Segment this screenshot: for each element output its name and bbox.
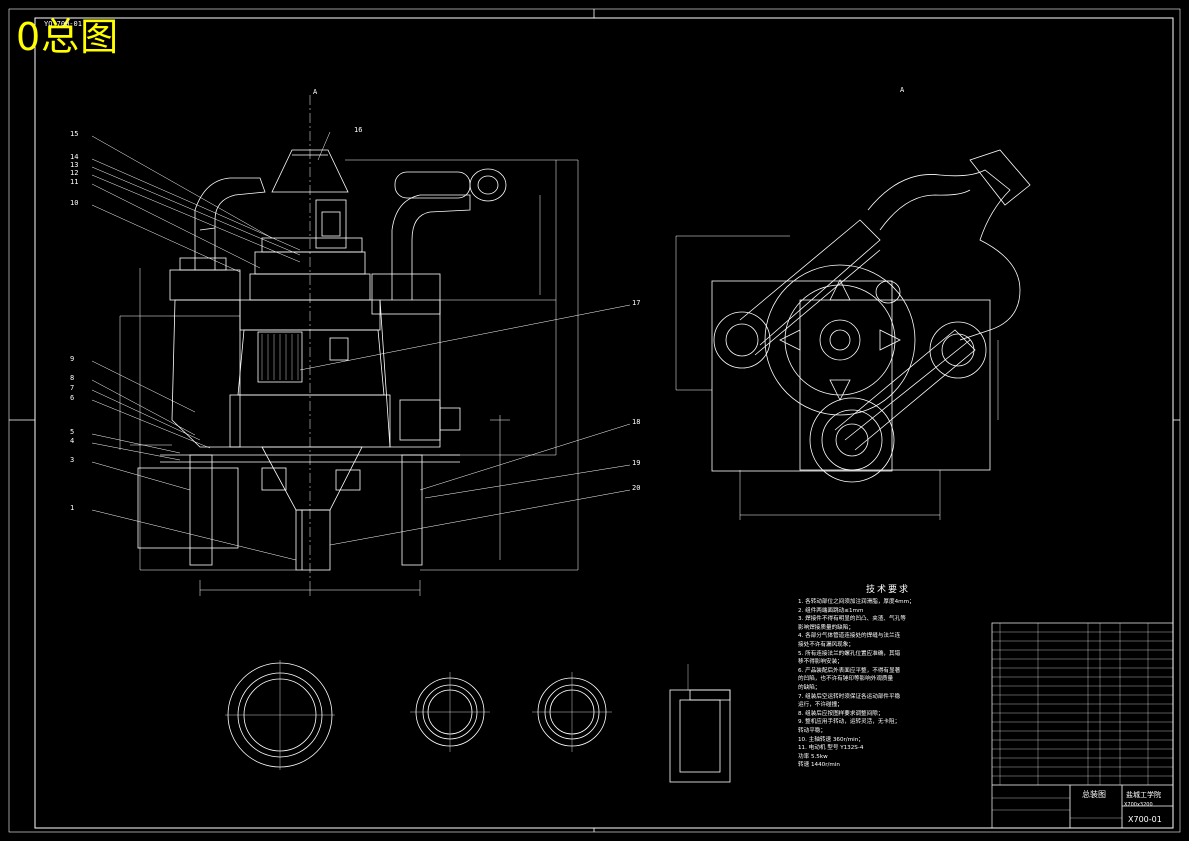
top-view bbox=[675, 149, 1031, 520]
drawing-name: 总装图 bbox=[1082, 790, 1106, 799]
part-label: 20 bbox=[632, 484, 641, 492]
tech-note: 11. 电动机 型号 Y132S-4 bbox=[798, 745, 864, 752]
tech-note: 9. 整机应用手转动，运转灵活，无卡阻； bbox=[798, 719, 901, 726]
part-label: 8 bbox=[70, 374, 75, 382]
tech-requirements-title: 技术要求 bbox=[866, 585, 911, 595]
tech-note: 10. 主轴转速 360r/min； bbox=[798, 736, 864, 743]
title-block bbox=[991, 622, 1174, 829]
part-label: 1 bbox=[70, 504, 75, 512]
tech-note: 功率 5.5kw bbox=[798, 753, 828, 760]
drawing-frame bbox=[8, 8, 1181, 833]
front-view bbox=[91, 95, 631, 596]
tech-note: 5. 所有连接法兰的螺孔位置应准确，其错 bbox=[798, 650, 901, 657]
part-label: 16 bbox=[354, 126, 363, 134]
tech-note: 的凹陷，也不许有锤印等影响外观质量 bbox=[798, 676, 894, 683]
part-label: 10 bbox=[70, 199, 79, 207]
tech-note: 1. 各转动部位之间须加注润滑脂，厚度4mm； bbox=[798, 599, 915, 605]
part-label: 12 bbox=[70, 169, 79, 177]
tech-note: 影响焊接质量的缺陷； bbox=[798, 624, 854, 631]
tech-note: 移不得影响安装； bbox=[798, 659, 843, 666]
tech-requirements-list: 1. 各转动部位之间须加注润滑脂，厚度4mm； 2. 组件两端面跳动≤1mm 3… bbox=[798, 598, 976, 770]
company-name: 盐城工学院 bbox=[1126, 791, 1161, 799]
part-label: 6 bbox=[70, 394, 75, 402]
tech-note: 4. 各部分气体管道连接处的焊缝与法兰连 bbox=[798, 633, 901, 640]
tech-note: 转动平稳； bbox=[798, 727, 826, 734]
tech-note: 运行，不许碰撞； bbox=[798, 702, 843, 709]
part-label: 17 bbox=[632, 299, 641, 307]
part-label: 9 bbox=[70, 355, 75, 363]
corner-drawing-code: YO-700-01 bbox=[44, 20, 82, 28]
part-label: 5 bbox=[70, 428, 75, 436]
tech-note: 转速 1440r/min bbox=[798, 762, 840, 769]
machine-spec: X700x3200 bbox=[1124, 802, 1153, 808]
part-label: 3 bbox=[70, 456, 75, 464]
flange-details bbox=[225, 660, 731, 783]
sheet-overlay-title: 0总图 bbox=[16, 15, 120, 59]
part-label: 15 bbox=[70, 130, 79, 138]
tech-note: 8. 组装后应按图样要求调整间隙； bbox=[798, 710, 884, 717]
tech-note: 3. 焊接件不得有明显的凹凸、夹渣、气孔等 bbox=[798, 616, 906, 623]
tech-note: 7. 组装后空运转时须保证各运动部件平稳 bbox=[798, 693, 901, 700]
tech-note: 接处不许有漏风现象； bbox=[798, 641, 854, 648]
part-label: 11 bbox=[70, 178, 79, 186]
part-label: 4 bbox=[70, 437, 75, 445]
tech-note: 2. 组件两端面跳动≤1mm bbox=[798, 607, 864, 614]
part-label: 14 bbox=[70, 153, 79, 161]
part-label: 18 bbox=[632, 418, 641, 426]
drawing-number: X700-01 bbox=[1128, 815, 1162, 824]
part-label: 19 bbox=[632, 459, 641, 467]
section-label-right: A bbox=[900, 86, 905, 94]
part-label: 7 bbox=[70, 384, 75, 392]
tech-note: 的缺陷； bbox=[798, 684, 821, 691]
section-label-left: A bbox=[313, 88, 318, 96]
part-label: 13 bbox=[70, 161, 79, 169]
tech-note: 6. 产品装配后外表面应平整，不得有显著 bbox=[798, 667, 901, 674]
